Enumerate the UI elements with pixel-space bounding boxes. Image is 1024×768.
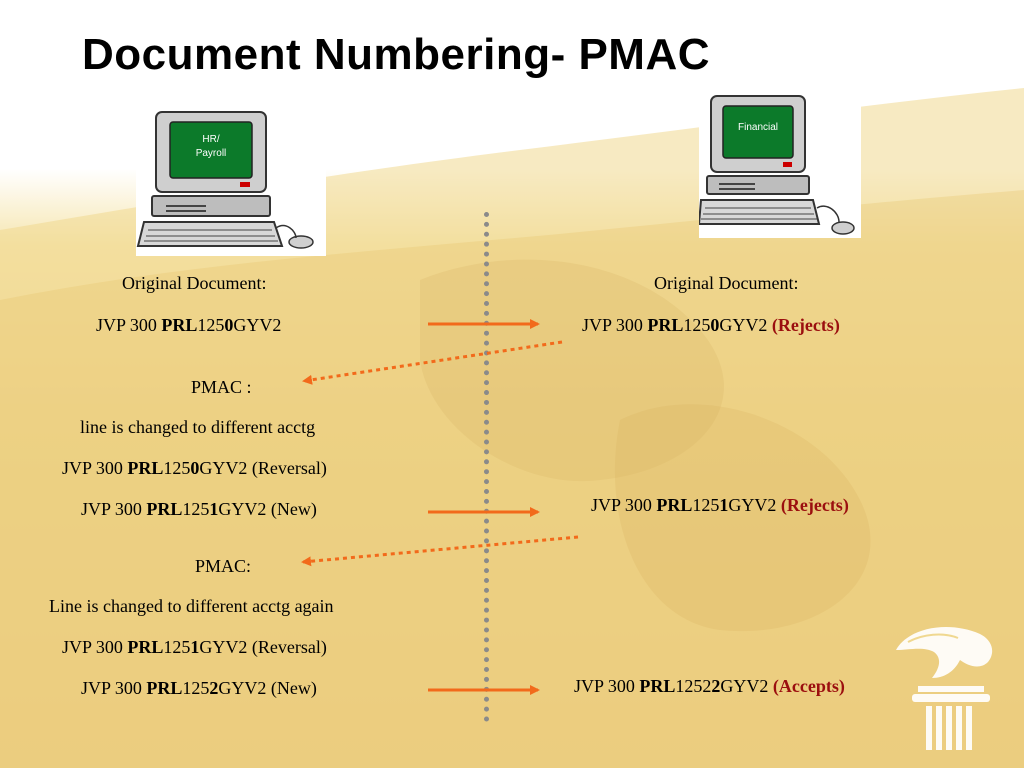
center-divider xyxy=(484,212,489,722)
left-original-doc: JVP 300 PRL1250GYV2 xyxy=(96,315,282,335)
pmac1-description: line is changed to different acctg xyxy=(80,417,316,437)
hr-payroll-computer-icon: HR/ Payroll xyxy=(136,106,326,256)
financial-computer-icon: Financial xyxy=(697,92,861,238)
status-accepts: (Accepts) xyxy=(772,676,845,696)
pmac2-label: PMAC: xyxy=(195,556,252,576)
right-original-label: Original Document: xyxy=(654,273,799,293)
status-rejects: (Rejects) xyxy=(780,495,849,515)
pmac2-description: Line is changed to different acctg again xyxy=(49,596,334,616)
pmac1-label: PMAC : xyxy=(191,377,252,397)
right-second-doc: JVP 300 PRL1251GYV2 (Rejects) xyxy=(591,495,849,515)
right-original-doc: JVP 300 PRL1250GYV2 (Rejects) xyxy=(582,315,840,335)
pillar-eagle-logo xyxy=(896,627,993,750)
pmac2-new-doc: JVP 300 PRL1252GYV2 (New) xyxy=(81,678,317,698)
svg-text:Financial: Financial xyxy=(738,122,778,133)
right-third-doc: JVP 300 PRL12522GYV2 (Accepts) xyxy=(574,676,845,696)
page-title: Document Numbering- PMAC xyxy=(82,30,710,79)
svg-text:Payroll: Payroll xyxy=(196,148,227,159)
svg-text:HR/: HR/ xyxy=(202,134,219,145)
pmac2-reversal-doc: JVP 300 PRL1251GYV2 (Reversal) xyxy=(62,637,327,657)
status-rejects: (Rejects) xyxy=(771,315,840,335)
left-original-label: Original Document: xyxy=(122,273,267,293)
pmac1-new-doc: JVP 300 PRL1251GYV2 (New) xyxy=(81,499,317,519)
pmac1-reversal-doc: JVP 300 PRL1250GYV2 (Reversal) xyxy=(62,458,327,478)
